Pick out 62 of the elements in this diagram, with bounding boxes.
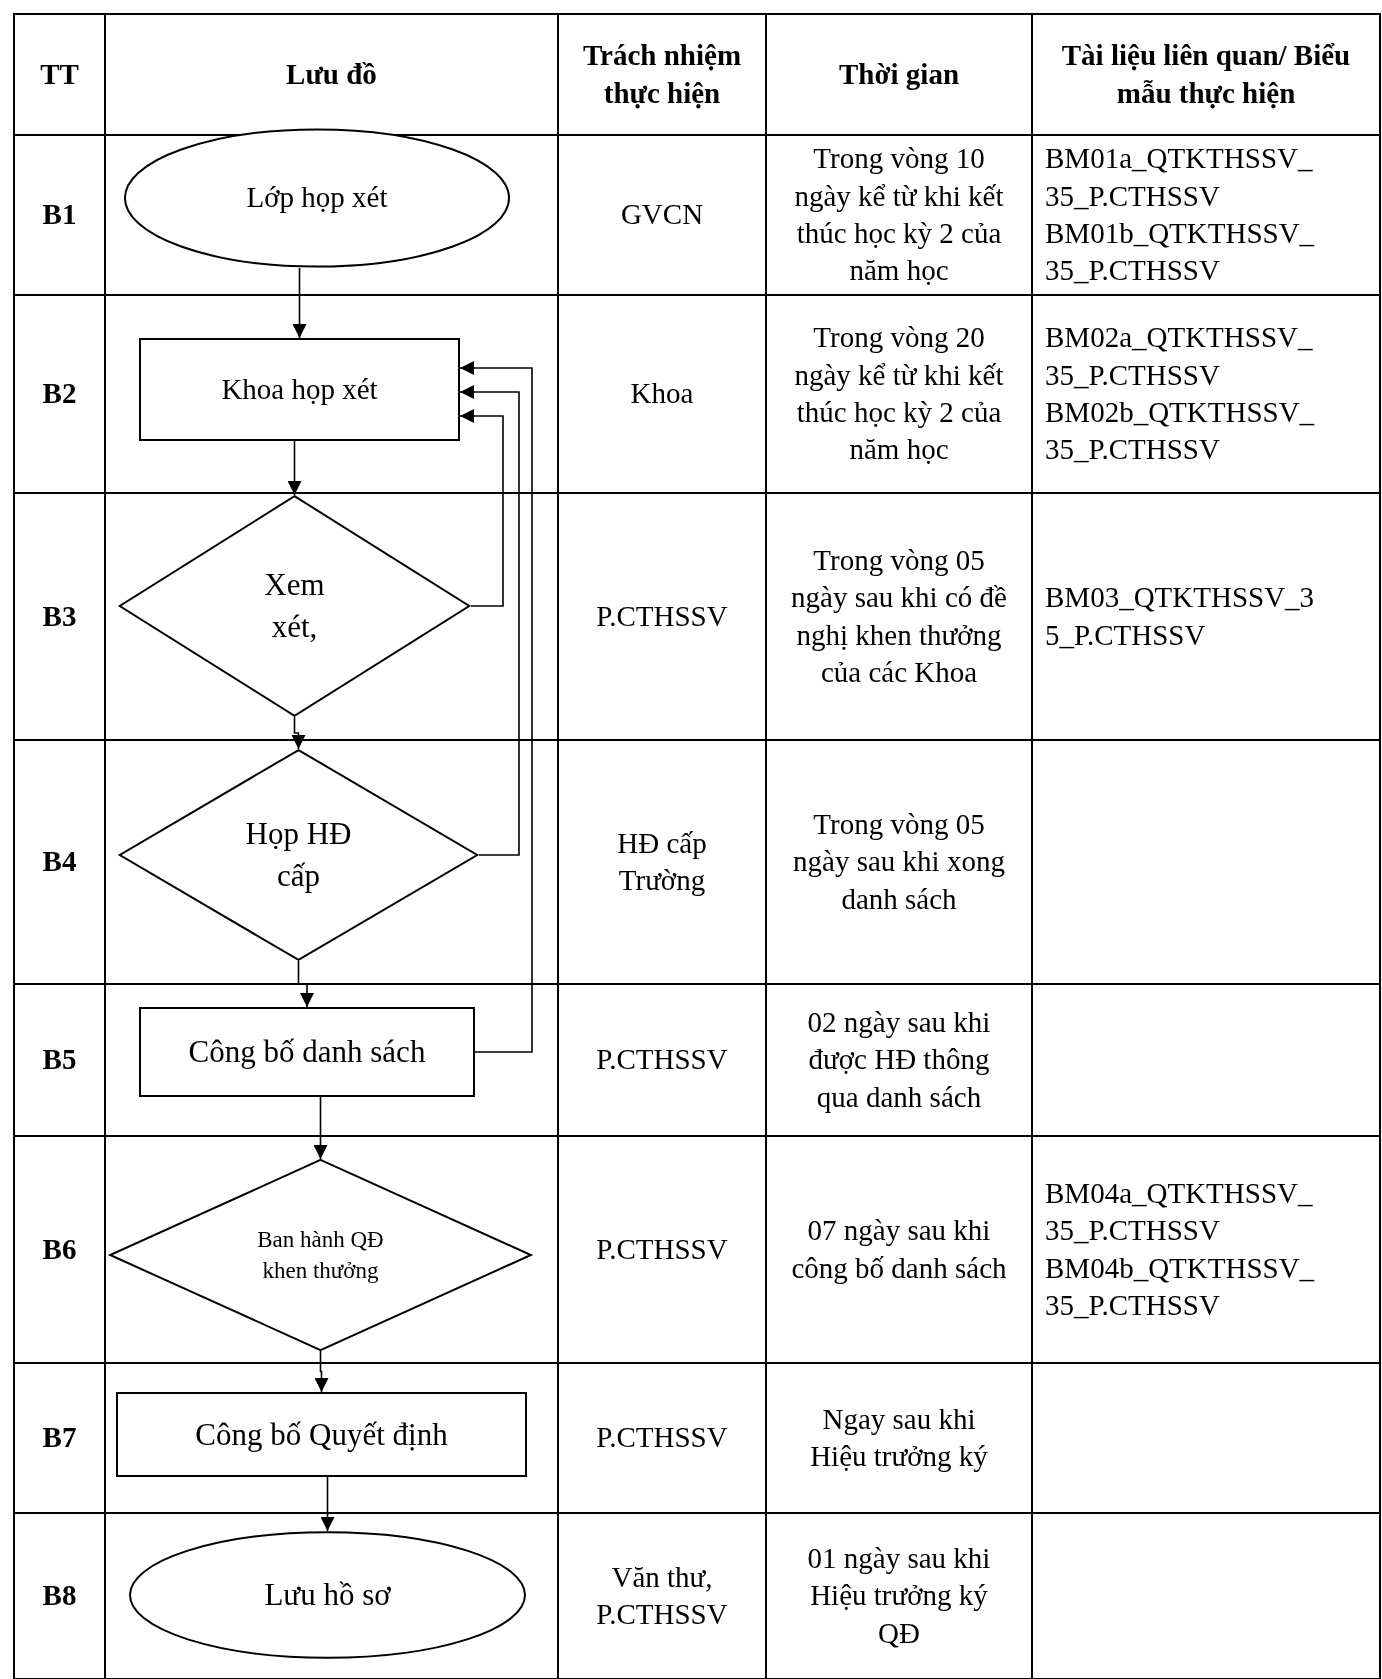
step-code: B8: [42, 1578, 77, 1614]
step-code: B2: [42, 376, 77, 412]
time-limit: 02 ngày sau khi được HĐ thông qua danh sách: [806, 1004, 992, 1115]
column-header: Trách nhiệm thực hiện: [581, 38, 743, 111]
responsible-party: P.CTHSSV: [596, 1231, 728, 1267]
time-limit: Trong vòng 05 ngày sau khi xong danh sách: [792, 806, 1006, 917]
step-code: B1: [42, 197, 77, 233]
form-code: BM04a_QTKTHSSV_35_P.CTHSSV: [1045, 1175, 1314, 1249]
column-header: Lưu đồ: [286, 56, 377, 92]
arrow: [297, 960, 314, 1008]
form-code: BM02a_QTKTHSSV_35_P.CTHSSV: [1045, 320, 1314, 393]
feedback-arrow: [459, 361, 533, 1053]
responsible-party: P.CTHSSV: [596, 1042, 728, 1078]
time-limit: Ngay sau khi Hiệu trưởng ký: [809, 1401, 989, 1474]
feedback-arrow: [459, 409, 504, 607]
time-limit: Trong vòng 05 ngày sau khi có đề nghị khen thưởng của các Khoa: [791, 542, 1007, 690]
responsible-party: GVCN: [620, 197, 704, 233]
step-label: Ban hành QĐ khen thưởng: [256, 1225, 385, 1285]
arrow: [287, 440, 302, 496]
feedback-arrow: [459, 385, 520, 856]
arrow: [291, 716, 306, 750]
form-code: BM01a_QTKTHSSV_35_P.CTHSSV: [1045, 141, 1314, 214]
form-code: BM02b_QTKTHSSV_35_P.CTHSSV: [1045, 395, 1316, 468]
step-label: Họp HĐ cấp: [244, 815, 353, 895]
arrow: [313, 1096, 328, 1160]
time-limit: Trong vòng 20 ngày kể từ khi kết thúc học kỳ 2 của năm học: [793, 320, 1005, 468]
step-label: Lớp họp xét: [246, 180, 388, 216]
responsible-party: Khoa: [630, 376, 694, 412]
responsible-party: P.CTHSSV: [596, 1420, 728, 1456]
column-header: TT: [40, 56, 79, 92]
arrow: [292, 267, 307, 339]
step-label: Công bố danh sách: [188, 1033, 426, 1072]
time-limit: 01 ngày sau khi Hiệu trưởng ký QĐ: [806, 1540, 992, 1651]
terminal-ellipse: [128, 1531, 527, 1659]
column-header: Tài liệu liên quan/ Biểu mẫu thực hiện: [1060, 38, 1352, 111]
step-label: Khoa họp xét: [221, 371, 378, 407]
arrow: [320, 1476, 335, 1532]
time-limit: 07 ngày sau khi công bố danh sách: [791, 1213, 1007, 1286]
responsible-party: Văn thư, P.CTHSSV: [595, 1559, 729, 1632]
decision-diamond: [118, 495, 471, 717]
step-label: Xem xét,: [263, 566, 326, 646]
form-code: BM01b_QTKTHSSV_35_P.CTHSSV: [1045, 216, 1316, 289]
arrow: [314, 1350, 329, 1393]
process-box: [139, 338, 460, 441]
responsible-party: P.CTHSSV: [596, 598, 728, 634]
form-code: BM03_QTKTHSSV_35_P.CTHSSV: [1045, 580, 1316, 653]
step-label: Công bố Quyết định: [195, 1415, 448, 1454]
step-code: B7: [42, 1420, 77, 1456]
step-code: B6: [42, 1231, 77, 1267]
process-box: [116, 1392, 527, 1477]
step-label: Lưu hồ sơ: [264, 1576, 391, 1615]
column-header: Thời gian: [839, 56, 959, 92]
step-code: B5: [42, 1042, 77, 1078]
step-code: B3: [42, 598, 77, 634]
decision-diamond: [108, 1159, 533, 1351]
terminal-ellipse: [123, 128, 511, 268]
decision-diamond: [118, 749, 479, 961]
responsible-party: HĐ cấp Trường: [616, 825, 708, 898]
process-box: [139, 1007, 475, 1097]
time-limit: Trong vòng 10 ngày kể từ khi kết thúc học kỳ 2 của năm học: [793, 141, 1005, 289]
step-code: B4: [42, 844, 77, 880]
form-code: BM04b_QTKTHSSV_35_P.CTHSSV: [1045, 1250, 1316, 1323]
